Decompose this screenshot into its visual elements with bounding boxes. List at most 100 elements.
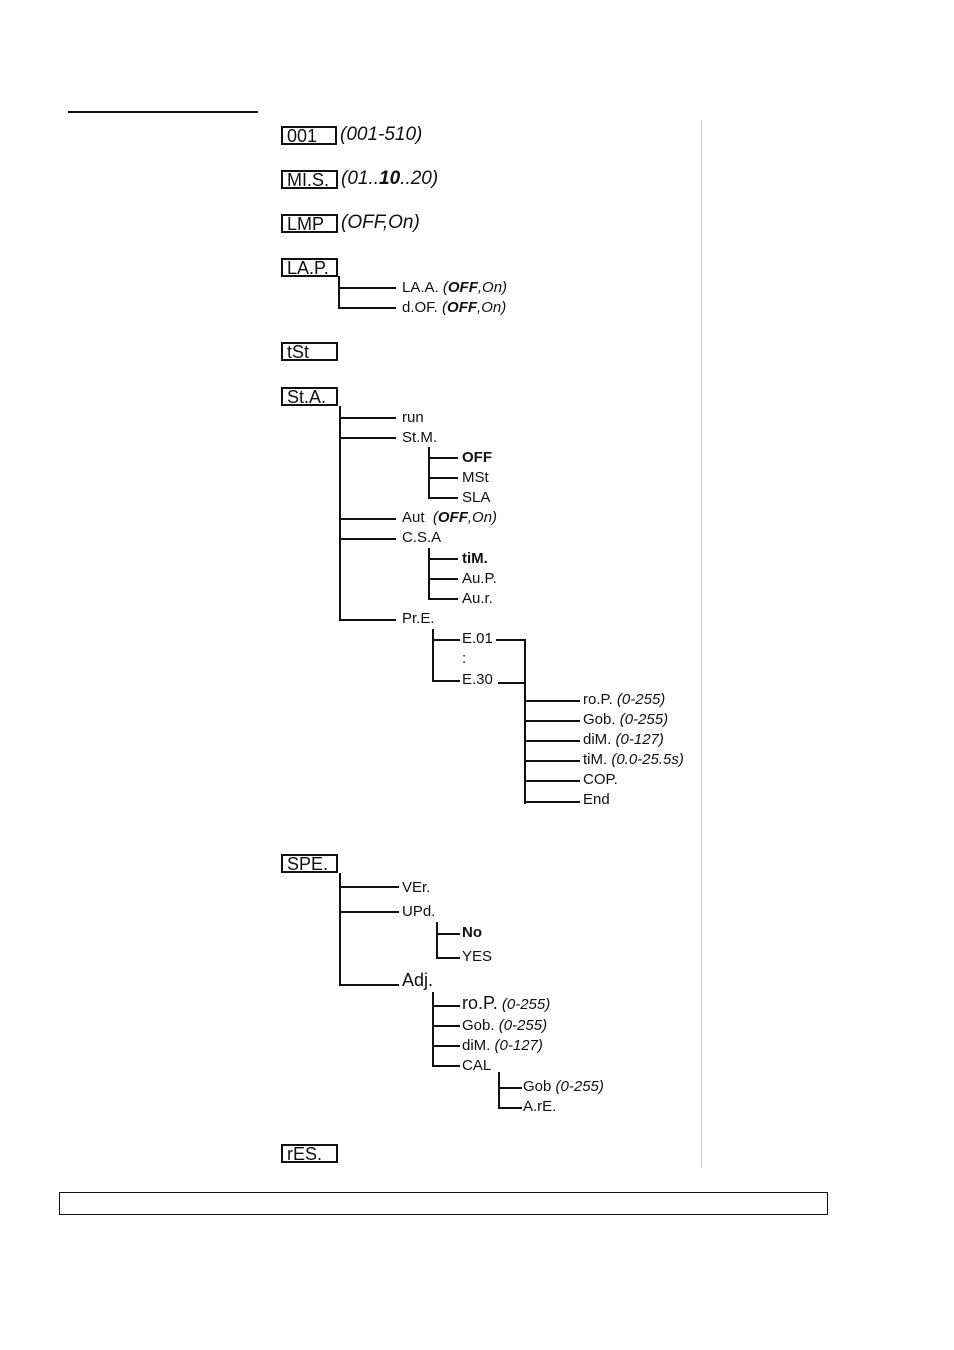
sta-branch-stm (339, 437, 396, 439)
step-dim-range: (0-127) (615, 731, 664, 748)
step-gob[interactable]: Gob. (0-255) (583, 711, 668, 728)
menu-box-lmp[interactable]: LMP (281, 214, 338, 233)
upd-option-no[interactable]: No (462, 924, 482, 941)
spe-item-adj[interactable]: Adj. (402, 970, 434, 990)
aut-rest: ,On) (467, 509, 498, 526)
range-address: (001-510) (340, 124, 423, 145)
csa-option-tim[interactable]: tiM. (462, 550, 488, 567)
lap-branch-line (338, 276, 340, 309)
adj-branch-4 (432, 1065, 460, 1067)
csa-branch-line (428, 548, 430, 599)
cal-item-gob[interactable]: Gob (0-255) (523, 1078, 604, 1095)
lap-item-laa-default: OFF (447, 279, 478, 296)
spe-branch-ver (339, 886, 399, 888)
adj-item-gob-label: Gob. (462, 1017, 495, 1034)
pre-e30-connector (498, 682, 526, 684)
adj-item-cal[interactable]: CAL (462, 1057, 492, 1074)
cal-item-are[interactable]: A.rE. (523, 1098, 557, 1115)
step-gob-label: Gob. (583, 711, 616, 728)
step-end[interactable]: End (583, 791, 610, 808)
adj-branch-1 (432, 1005, 460, 1007)
menu-box-spe[interactable]: SPE. (281, 854, 338, 873)
sta-item-pre[interactable]: Pr.E. (402, 610, 435, 627)
step-dim[interactable]: diM. (0-127) (583, 731, 664, 748)
step-rop-range: (0-255) (616, 691, 666, 708)
spe-branch-upd (339, 911, 399, 913)
cal-item-gob-label: Gob (523, 1078, 552, 1095)
upd-branch-2 (436, 957, 460, 959)
csa-option-aup[interactable]: Au.P. (462, 570, 497, 587)
sta-branch-csa (339, 538, 396, 540)
cal-item-gob-range: (0-255) (555, 1078, 604, 1095)
sta-branch-pre (339, 619, 396, 621)
menu-box-tst[interactable]: tSt (281, 342, 338, 361)
pre-item-e01[interactable]: E.01 (462, 630, 493, 647)
steps-branch-6 (524, 801, 580, 803)
menu-box-mis[interactable]: MI.S. (281, 170, 338, 189)
lap-item-dof-rest: ,On) (477, 299, 507, 316)
menu-box-sta[interactable]: St.A. (281, 387, 338, 406)
steps-branch-3 (524, 740, 580, 742)
step-dim-label: diM. (583, 731, 612, 748)
step-tim-label: tiM. (583, 751, 608, 768)
menu-box-address[interactable]: 001 (281, 126, 337, 145)
spe-item-ver[interactable]: VEr. (402, 879, 431, 896)
adj-branch-line (432, 992, 434, 1067)
spe-branch-line (339, 873, 341, 986)
stm-option-mst[interactable]: MSt (462, 469, 489, 486)
upd-branch-line (436, 922, 438, 958)
stm-option-sla[interactable]: SLA (462, 489, 491, 506)
spe-item-upd[interactable]: UPd. (402, 903, 436, 920)
lap-item-laa-label: LA.A. (402, 279, 439, 296)
header-rule (68, 111, 258, 113)
pre-item-e30[interactable]: E.30 (462, 671, 493, 688)
adj-item-dim[interactable]: diM. (0-127) (462, 1037, 543, 1054)
stm-branch-3 (428, 497, 458, 499)
step-cop-label: COP. (583, 771, 618, 788)
pre-branch-e01 (432, 639, 460, 641)
range-lmp: (OFF,On) (341, 212, 420, 233)
upd-option-yes[interactable]: YES (462, 948, 493, 965)
stm-branch-1 (428, 457, 458, 459)
cal-branch-2 (498, 1107, 522, 1109)
step-tim-range: (0.0-25.5s) (611, 751, 684, 768)
sta-branch-line (339, 406, 341, 620)
steps-branch-4 (524, 760, 580, 762)
lap-item-dof-label: d.OF. (402, 299, 438, 316)
adj-item-rop-label: ro.P. (462, 993, 498, 1013)
right-divider (701, 120, 702, 1168)
csa-branch-3 (428, 598, 458, 600)
cal-branch-line (498, 1072, 500, 1108)
stm-option-off[interactable]: OFF (462, 449, 492, 466)
adj-item-rop-range: (0-255) (501, 996, 551, 1013)
adj-branch-3 (432, 1045, 460, 1047)
spe-branch-adj (339, 984, 399, 986)
adj-item-rop[interactable]: ro.P. (0-255) (462, 993, 551, 1013)
lap-item-laa[interactable]: LA.A. (OFF,On) (402, 279, 508, 296)
upd-branch-1 (436, 933, 460, 935)
menu-box-lap[interactable]: LA.P. (281, 258, 338, 277)
menu-box-res[interactable]: rES. (281, 1144, 338, 1163)
step-rop[interactable]: ro.P. (0-255) (583, 691, 665, 708)
sta-item-stm[interactable]: St.M. (402, 429, 438, 446)
step-tim[interactable]: tiM. (0.0-25.5s) (583, 751, 684, 768)
sta-item-run[interactable]: run (402, 409, 424, 426)
sta-branch-aut (339, 518, 396, 520)
range-mis: (01..10..20) (341, 168, 438, 190)
csa-branch-1 (428, 558, 458, 560)
range-mis-default: 10 (379, 168, 401, 189)
footer-box (59, 1192, 828, 1215)
lap-branch-1 (338, 287, 396, 289)
adj-item-gob-range: (0-255) (498, 1017, 548, 1034)
pre-branch-line (432, 629, 434, 680)
adj-item-gob[interactable]: Gob. (0-255) (462, 1017, 547, 1034)
range-mis-post: ..20) (400, 168, 439, 189)
adj-item-dim-label: diM. (462, 1037, 491, 1054)
csa-option-aur[interactable]: Au.r. (462, 590, 493, 607)
lap-item-dof[interactable]: d.OF. (OFF,On) (402, 299, 507, 316)
stm-branch-2 (428, 477, 458, 479)
csa-branch-2 (428, 578, 458, 580)
sta-item-aut[interactable]: Aut (OFF,On) (402, 509, 498, 526)
step-cop[interactable]: COP. (583, 771, 618, 788)
sta-item-csa[interactable]: C.S.A (402, 529, 442, 546)
